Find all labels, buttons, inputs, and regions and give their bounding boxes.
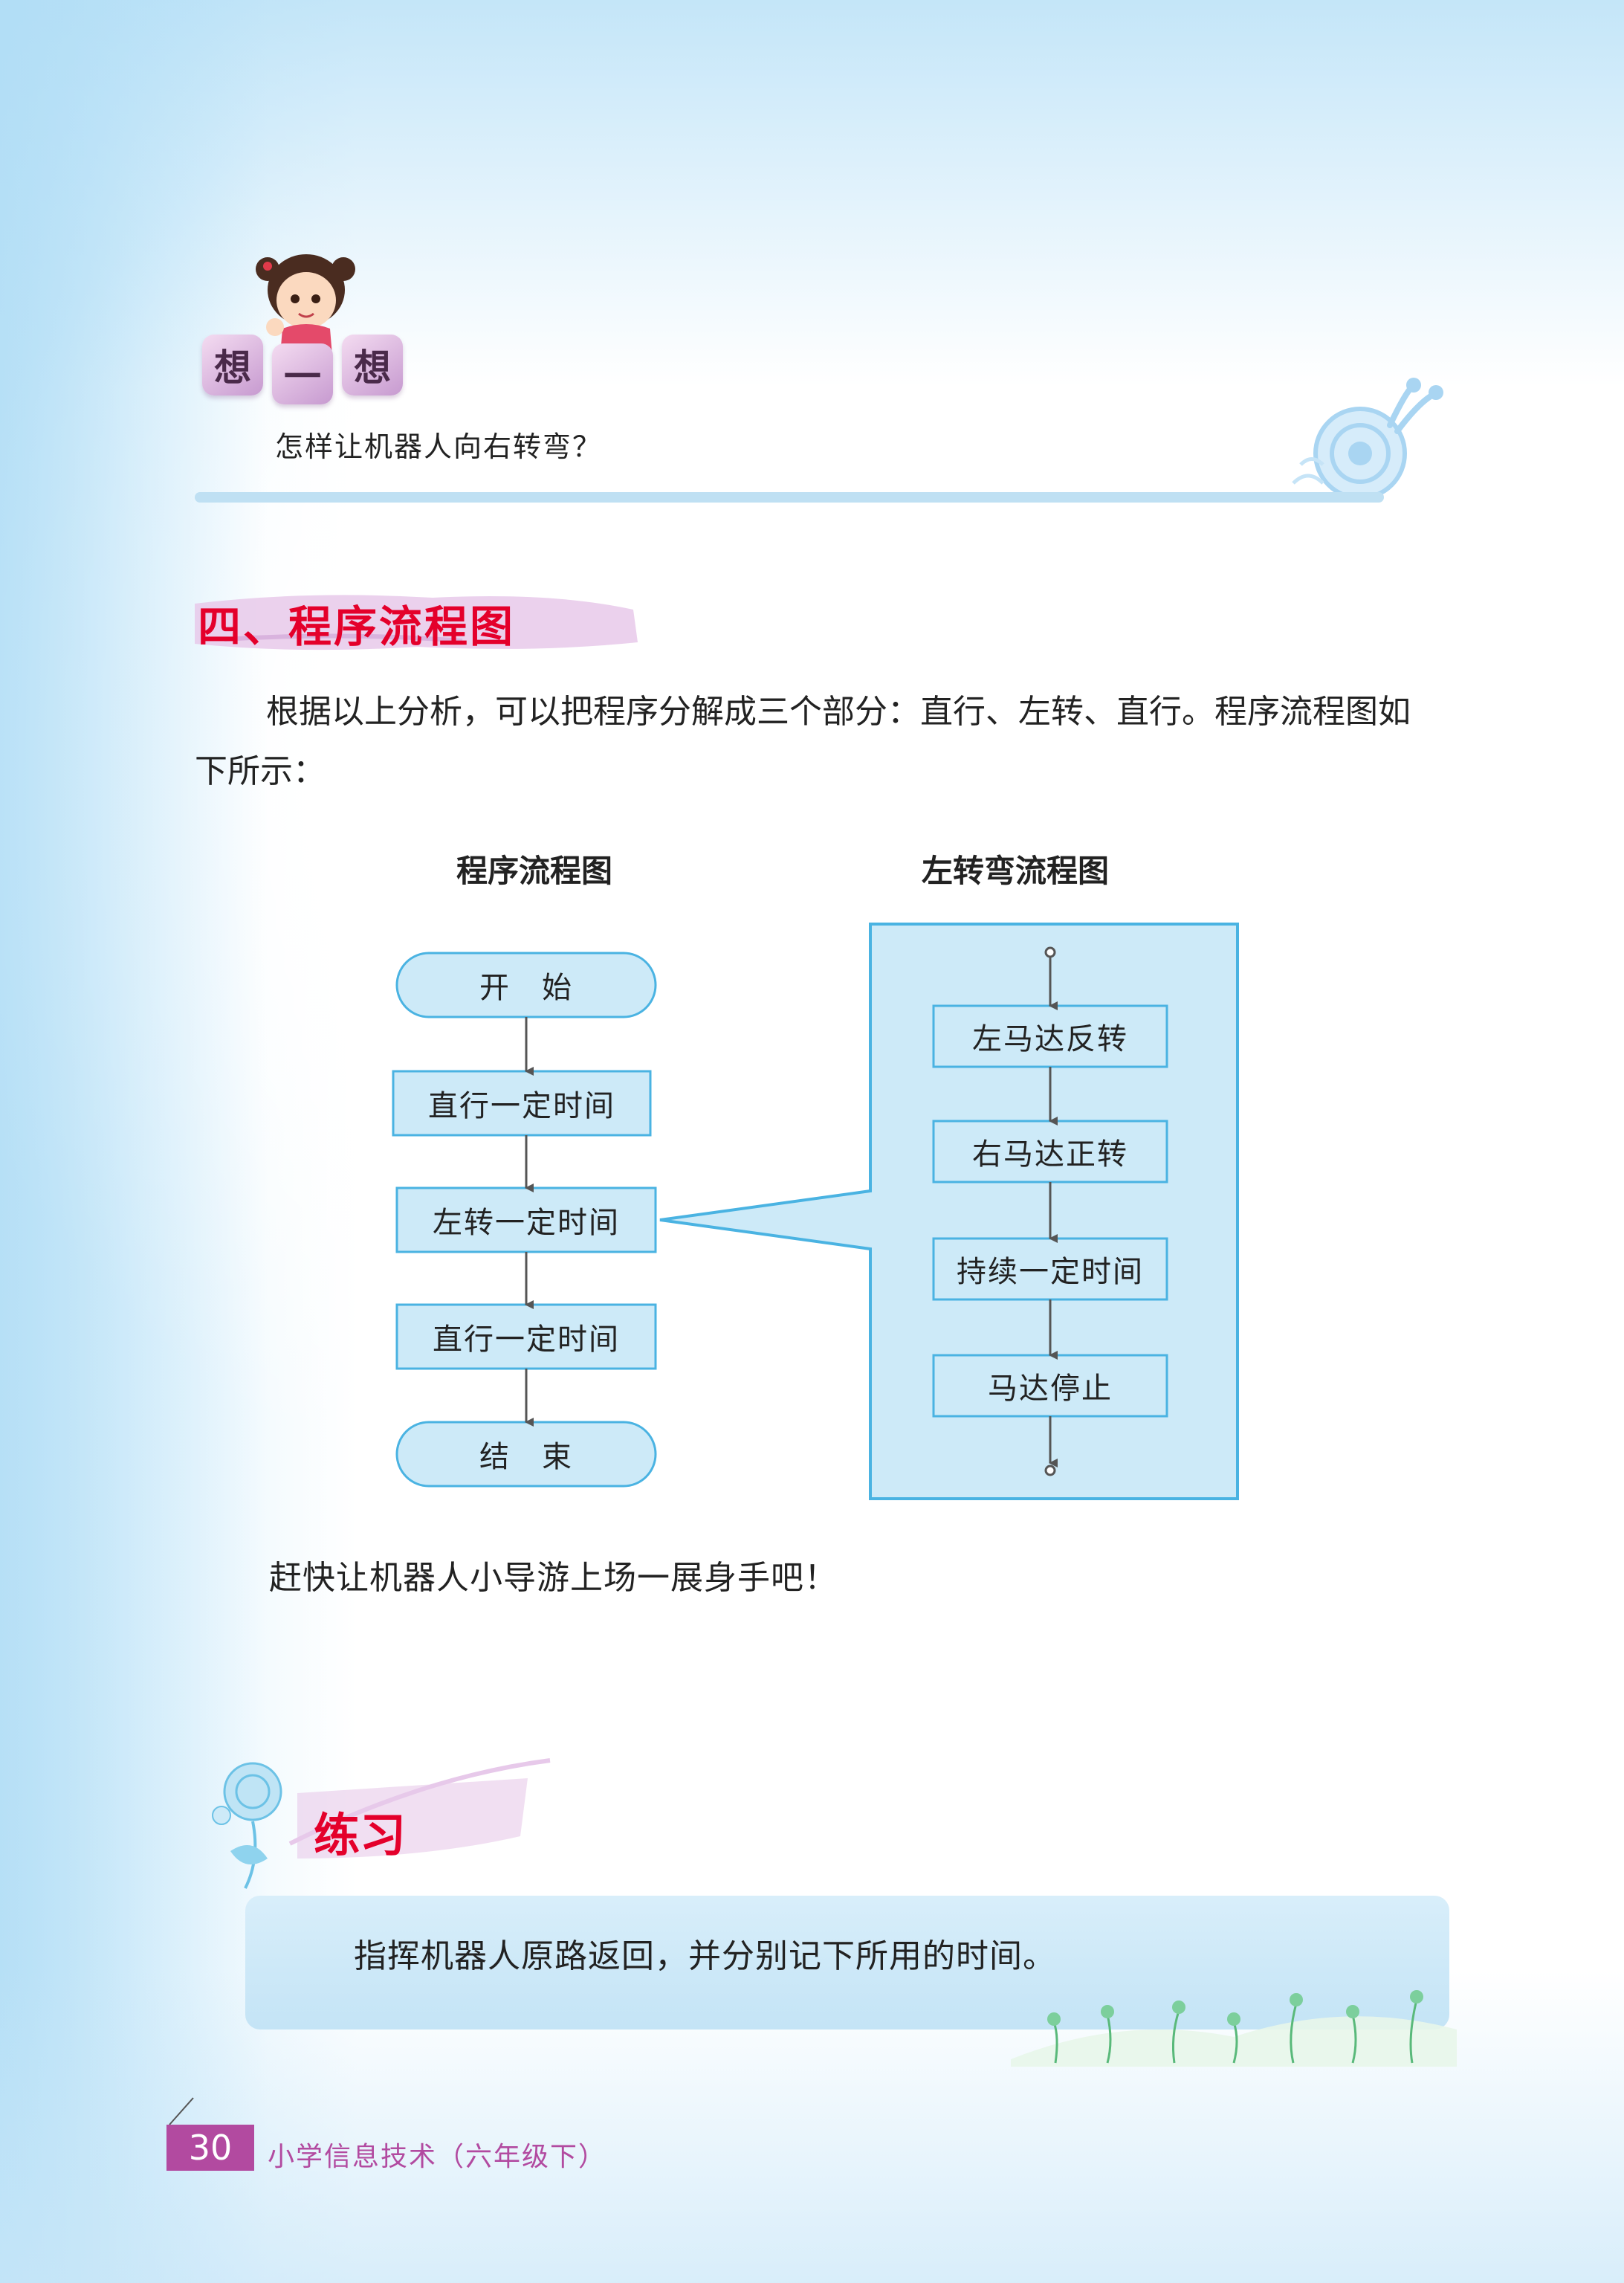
main-step-start: 开 始 [479,971,573,1005]
lt-step-1: 左马达反转 [972,1022,1128,1056]
closing-sentence: 赶快让机器人小导游上场一展身手吧！ [269,1559,838,1597]
main-step-4: 直行一定时间 [433,1323,620,1357]
heading-brush-background [195,595,638,650]
main-flowchart-title: 程序流程图 [456,853,613,889]
lt-step-3: 持续一定时间 [957,1255,1144,1289]
lt-step-4: 马达停止 [988,1372,1113,1406]
lt-step-2: 右马达正转 [972,1137,1128,1172]
grass-flowers-icon [1011,1990,1457,2067]
think-tile-3: 想 [342,335,403,395]
lt-entry-point [1044,946,1056,958]
think-tile-2: 一 [272,343,333,404]
main-step-3: 左转一定时间 [433,1206,620,1240]
exercise-text: 指挥机器人原路返回，并分别记下所用的时间。 [354,1937,1056,1975]
think-tile-1: 想 [202,335,263,395]
section-heading: 四、程序流程图 [198,601,516,652]
main-step-2: 直行一定时间 [428,1089,615,1123]
book-title: 小学信息技术（六年级下） [268,2142,607,2172]
exercise-title: 练习 [314,1808,407,1862]
think-question: 怎样让机器人向右转弯？ [275,430,603,463]
section-paragraph: 根据以上分析，可以把程序分解成三个部分：直行、左转、直行。程序流程图如下所示： [195,693,1411,790]
flower-icon [212,1758,551,1889]
lt-exit-point [1044,1465,1056,1476]
exercise-box [245,1896,1449,2029]
main-step-4-shape [395,1303,657,1370]
main-step-end: 结 束 [479,1440,573,1474]
think-badge: 想 一 想 [195,245,418,416]
main-step-2-shape [392,1070,652,1137]
snail-icon [1292,378,1443,500]
flowchart-graphics [392,923,1239,1500]
think-divider [195,492,1384,503]
footer-corner-line [169,2097,194,2125]
page-number: 30 [166,2125,254,2171]
left-turn-flowchart-title: 左转弯流程图 [922,853,1110,889]
